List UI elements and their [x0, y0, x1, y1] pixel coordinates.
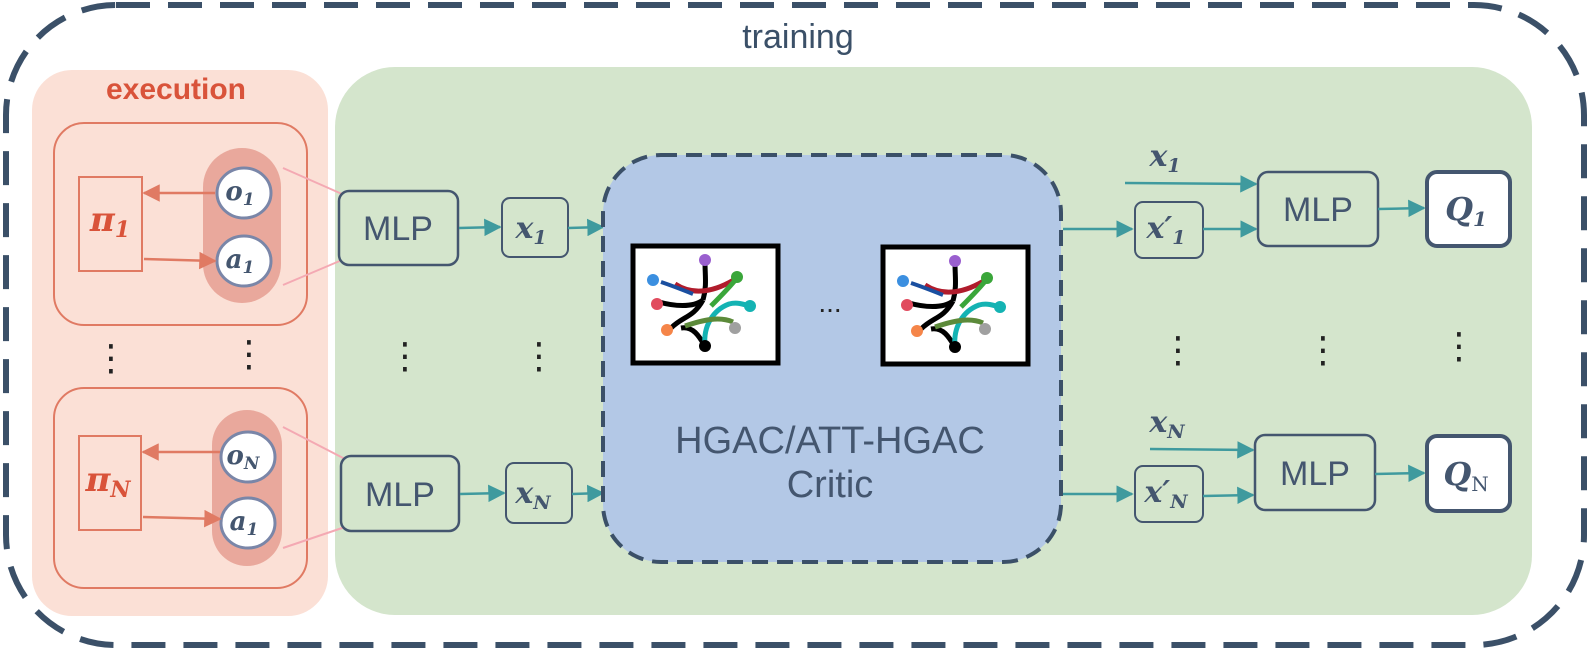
mlp-encoder-1: [337, 189, 460, 267]
critic-title-line1: HGAC/ATT-HGAC: [675, 420, 985, 462]
vdots-q: ⋮: [1441, 325, 1477, 366]
agent-box-n: [53, 387, 308, 589]
obs-node-1: [215, 166, 273, 220]
q-input-label-n: xN: [1148, 405, 1185, 443]
policy-box-n: [78, 435, 142, 531]
arrow-xp-mlp-n: [1202, 486, 1255, 505]
x-label-n: xN: [514, 476, 551, 514]
xp-label-1: x′1: [1145, 211, 1185, 249]
graph-icon: [630, 243, 781, 366]
training-title: training: [742, 18, 854, 56]
arrow-x-mlp-n: [1149, 441, 1255, 459]
arrow-mlp-x-n: [459, 484, 506, 503]
mlp-head-n-label: MLP: [1280, 455, 1350, 493]
xp-label-n: x′N: [1143, 475, 1188, 513]
q-box-n: [1425, 434, 1512, 513]
training-region: [3, 2, 1587, 648]
act-label-n: a1: [230, 507, 259, 540]
obs-node-n: [219, 430, 277, 484]
vdots-mlp: ⋮: [387, 335, 423, 376]
connector-pill-mlp-nb: [282, 526, 346, 549]
arrow-x-critic-n: [571, 484, 605, 503]
vdots-exec-1: ⋮: [93, 337, 129, 378]
mlp-encoder-n-label: MLP: [365, 476, 435, 514]
arrow-x-mlp-1: [1124, 175, 1258, 193]
q-box-1: [1425, 170, 1512, 248]
mlp-head-n: [1253, 433, 1377, 512]
arrow-mlp-q-1: [1377, 199, 1426, 218]
graph-icon: [880, 244, 1031, 367]
vdots-mlp-head: ⋮: [1305, 329, 1341, 370]
vdots-xp: ⋮: [1160, 329, 1196, 370]
critic-ellipsis: ...: [818, 287, 841, 318]
connector-pill-mlp-1a: [282, 167, 343, 195]
policy-to-act-arrow-n: [142, 509, 222, 528]
vdots-x: ⋮: [521, 335, 557, 376]
execution-region: [32, 70, 328, 616]
mlp-encoder-n: [339, 454, 461, 533]
act-label-1: a1: [226, 245, 255, 278]
policy-to-act-arrow-1: [143, 251, 217, 270]
policy-label-1: π1: [89, 200, 130, 243]
x-label-1: x1: [514, 211, 546, 249]
q-input-label-1: x1: [1148, 139, 1180, 177]
mlp-encoder-1-label: MLP: [363, 210, 433, 248]
connector-pill-mlp-na: [282, 426, 346, 460]
obs-label-n: oN: [227, 441, 261, 474]
q-label-n: QN: [1443, 455, 1488, 496]
policy-label-n: πN: [85, 460, 132, 503]
connector-pill-mlp-1b: [282, 259, 343, 286]
xp-box-n: [1134, 465, 1204, 523]
obs-label-1: o1: [225, 177, 254, 210]
critic-title-line2: Critic: [787, 464, 874, 506]
arrow-mlp-x-1: [458, 218, 502, 237]
vdots-exec-2: ⋮: [231, 333, 267, 374]
arrow-mlp-q-n: [1374, 464, 1426, 483]
execution-title: execution: [106, 73, 246, 106]
policy-box-1: [78, 176, 143, 272]
arrow-x-critic-1: [567, 218, 605, 237]
act-node-1: [215, 234, 273, 288]
q-label-1: Q1: [1445, 190, 1487, 231]
agent-box-1: [53, 122, 308, 326]
mlp-head-1-label: MLP: [1283, 191, 1353, 229]
